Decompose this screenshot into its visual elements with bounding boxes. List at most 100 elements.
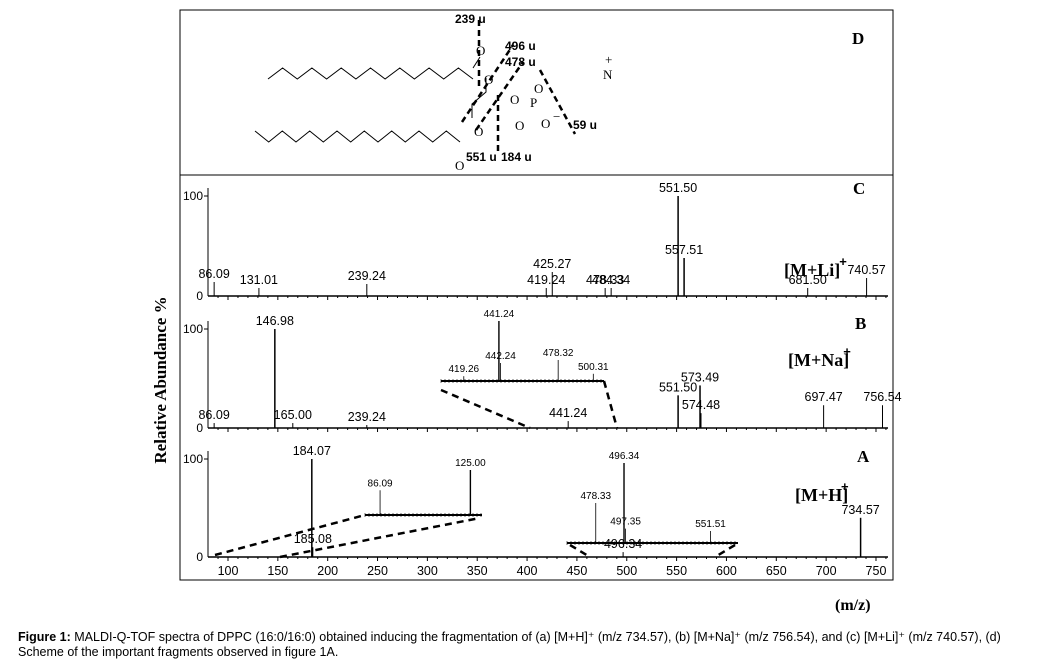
zoom-connector	[440, 388, 531, 430]
panel-letter-d: D	[852, 29, 864, 48]
ion-label: [M+H]	[795, 485, 848, 505]
peak-label: 425.27	[533, 257, 571, 271]
y-tick-label: 100	[183, 322, 203, 336]
fragment-label-184: 184 u	[501, 150, 532, 164]
x-tick-label: 450	[566, 564, 587, 578]
x-tick-label: 350	[467, 564, 488, 578]
caption-text: MALDI-Q-TOF spectra of DPPC (16:0/16:0) …	[18, 630, 1001, 659]
y-tick-label: 0	[196, 421, 203, 435]
peak-label: 239.24	[348, 269, 386, 283]
charge-minus: −	[553, 109, 560, 124]
atom-o: O	[455, 158, 464, 173]
x-tick-label: 250	[367, 564, 388, 578]
inset-peak-label: 442.24	[485, 351, 516, 362]
fragment-label-239: 239 u	[455, 12, 486, 26]
peak-label: 551.50	[659, 181, 697, 195]
peak-label: 441.24	[549, 406, 587, 420]
x-tick-label: 100	[218, 564, 239, 578]
peak-label: 86.09	[198, 267, 229, 281]
peak-label: 239.24	[348, 410, 386, 424]
x-tick-label: 150	[267, 564, 288, 578]
glycerol-backbone	[472, 56, 481, 69]
zoom-connector	[279, 516, 481, 559]
peak-label: 165.00	[274, 408, 312, 422]
inset-peak-label: 478.33	[580, 491, 611, 502]
peak-label: 86.09	[198, 408, 229, 422]
zoom-connector	[714, 543, 736, 559]
atom-o: O	[541, 116, 550, 131]
palmitoyl-chain-1	[267, 67, 474, 80]
peak-label: 484.34	[592, 273, 630, 287]
x-tick-label: 600	[716, 564, 737, 578]
peak-label: 740.57	[847, 263, 885, 277]
x-tick-label: 750	[866, 564, 887, 578]
spectra-box	[179, 174, 894, 581]
atom-o: O	[534, 81, 543, 96]
atom-o: O	[515, 118, 524, 133]
ion-charge: +	[843, 344, 851, 359]
inset-peak-label: 496.34	[609, 451, 640, 462]
inset-peak-label: 500.31	[578, 362, 609, 373]
x-tick-label: 500	[616, 564, 637, 578]
y-tick-label: 0	[196, 289, 203, 303]
zoom-connector	[214, 513, 366, 557]
peak-label: 419.24	[527, 273, 565, 287]
atom-n: N	[603, 67, 613, 82]
inset-peak-label: 551.51	[695, 519, 726, 530]
zoom-connector	[569, 543, 591, 559]
inset-peak-label: 86.09	[368, 478, 393, 489]
peak-label: 734.57	[841, 503, 879, 517]
figure-caption: Figure 1: MALDI-Q-TOF spectra of DPPC (1…	[18, 630, 1038, 660]
palmitoyl-chain-2	[254, 130, 461, 143]
charge-plus: +	[605, 52, 612, 67]
peak-label: 697.47	[805, 390, 843, 404]
panel-letter: C	[853, 179, 865, 198]
peak-label: 551.50	[659, 380, 697, 394]
x-tick-label: 700	[816, 564, 837, 578]
atom-o: O	[474, 124, 483, 139]
figure: O O O O O P O O − O N + 239 u 496 u 478 …	[151, 9, 902, 614]
peak-label: 557.51	[665, 243, 703, 257]
panel-letter: B	[855, 314, 866, 333]
peak-label: 478.33	[586, 273, 624, 287]
peak-label: 574.48	[682, 398, 720, 412]
caption-label: Figure 1:	[18, 630, 71, 644]
ion-charge: +	[839, 254, 847, 269]
fragment-label-496: 496 u	[505, 39, 536, 53]
dppc-structure: O O O O O P O O − O N + 239 u 496 u 478 …	[254, 12, 864, 173]
atom-p: P	[530, 95, 537, 110]
peak-label: 756.54	[863, 390, 901, 404]
x-tick-label: 200	[317, 564, 338, 578]
ion-label: [M+Li]	[784, 260, 840, 280]
y-tick-label: 100	[183, 189, 203, 203]
inset-peak-label: 478.32	[543, 348, 574, 359]
fragment-label-478: 478 u	[505, 55, 536, 69]
zoom-connector	[602, 380, 619, 429]
peak-label: 184.07	[293, 444, 331, 458]
inset-peak-label: 125.00	[455, 458, 486, 469]
cleavage-59	[538, 69, 577, 135]
peak-label: 573.49	[681, 370, 719, 384]
y-tick-label: 100	[183, 452, 203, 466]
fragment-label-59: 59 u	[573, 118, 597, 132]
inset-peak-label: 419.26	[448, 364, 479, 375]
peak-label: 185.08	[294, 532, 332, 546]
x-tick-label: 400	[517, 564, 538, 578]
atom-o: O	[476, 43, 485, 58]
panel-letter: A	[857, 447, 870, 466]
x-tick-label: 650	[766, 564, 787, 578]
x-tick-label: 550	[666, 564, 687, 578]
y-axis-label: Relative Abundance %	[151, 296, 170, 463]
cleavage-496	[460, 44, 515, 123]
peak-label: 131.01	[240, 273, 278, 287]
x-axis-label: (m/z)	[835, 597, 871, 614]
ion-label: [M+Na]	[788, 350, 849, 370]
peak-label: 681.50	[789, 273, 827, 287]
cleavage-478	[474, 61, 525, 131]
peak-label: 146.98	[256, 314, 294, 328]
atom-o: O	[510, 92, 519, 107]
x-tick-label: 300	[417, 564, 438, 578]
inset-peak-label: 441.24	[484, 309, 515, 320]
inset-peak-label: 497.35	[610, 517, 641, 528]
